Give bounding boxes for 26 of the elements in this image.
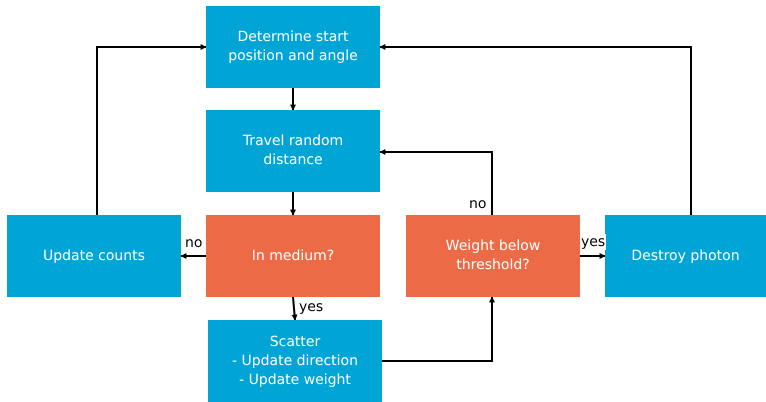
arrow <box>580 253 606 259</box>
process-box <box>7 215 181 297</box>
node-text: Determine start position and angle <box>227 28 359 66</box>
arrow <box>290 88 296 111</box>
arrow <box>96 44 207 215</box>
arrow <box>382 296 495 362</box>
node-text: Destroy photon <box>631 246 740 266</box>
node-text: In medium? <box>252 246 334 266</box>
node-text: Travel random distance <box>242 132 344 170</box>
decision-box <box>206 215 380 297</box>
arrow <box>180 253 206 259</box>
process-box <box>206 110 380 192</box>
process-box <box>206 6 380 88</box>
arrow <box>379 44 692 215</box>
edge-label: yes <box>580 234 606 250</box>
arrow <box>379 149 493 215</box>
node-text: Weight below threshold? <box>444 237 542 275</box>
node-text: Update counts <box>43 246 145 266</box>
process-box <box>208 320 382 402</box>
node-text: Scatter <box>270 332 320 352</box>
process-box <box>605 215 766 297</box>
arrow <box>292 296 298 321</box>
node-text: - Update direction <box>232 352 358 370</box>
arrow <box>290 192 296 216</box>
node-text: - Update weight <box>239 370 351 390</box>
decision-box <box>406 215 580 297</box>
